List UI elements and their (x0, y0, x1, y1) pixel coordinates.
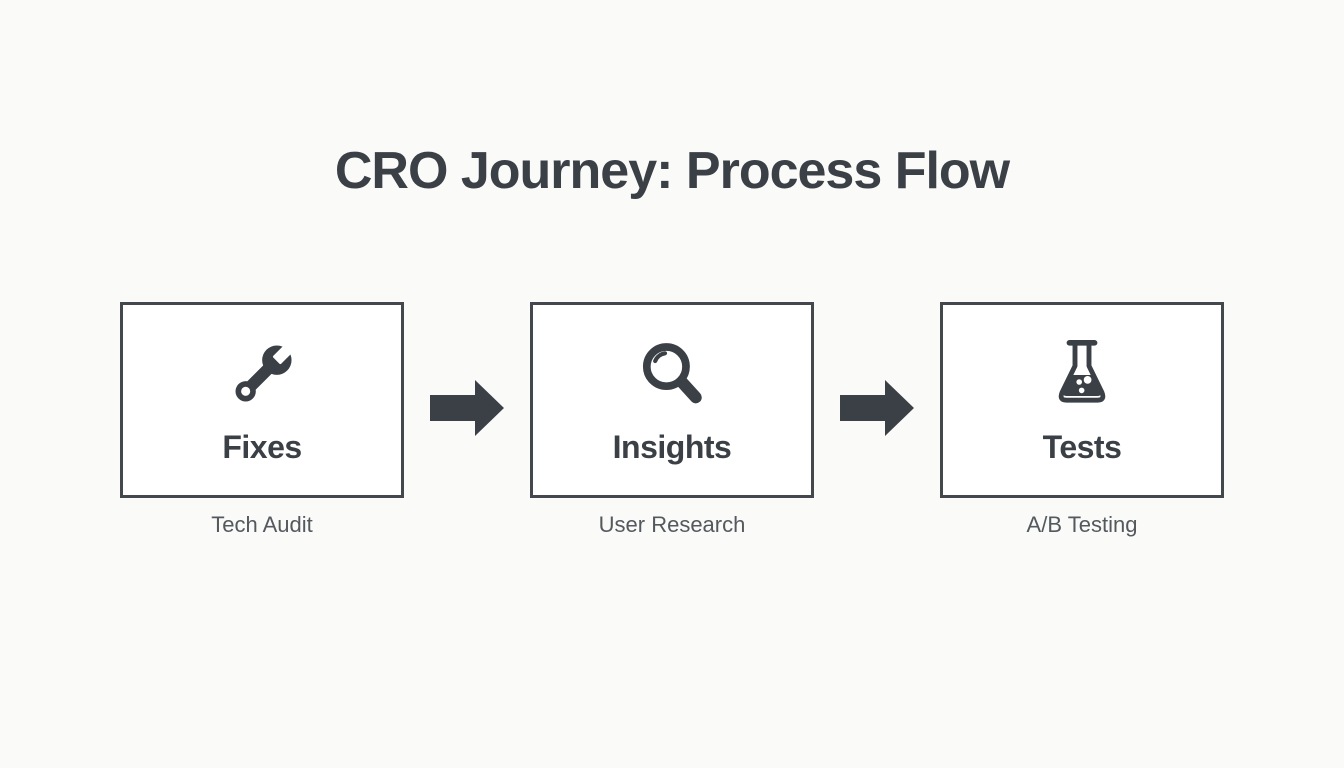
flow-arrow (404, 302, 530, 498)
step-sublabel: User Research (598, 511, 746, 537)
step-tests: Tests A/B Testing (940, 301, 1224, 538)
step-sublabel: Tech Audit (211, 511, 313, 537)
step-label: Tests (1042, 429, 1122, 466)
right-arrow-icon (840, 379, 914, 436)
magnifying-glass-icon (630, 333, 714, 417)
step-insights: Insights User Research (530, 301, 814, 538)
step-box: Insights (530, 301, 814, 498)
flow-arrow (814, 302, 940, 498)
step-label: Fixes (222, 429, 302, 466)
step-fixes: Fixes Tech Audit (120, 301, 404, 538)
wrench-icon (220, 333, 304, 417)
page-title: CRO Journey: Process Flow (334, 142, 1010, 200)
flow-row: Fixes Tech Audit Insights (0, 301, 1344, 538)
step-label: Insights (612, 429, 732, 466)
step-box: Fixes (120, 301, 404, 498)
right-arrow-icon (430, 379, 504, 436)
step-box: Tests (940, 301, 1224, 498)
flask-icon (1040, 333, 1124, 417)
step-sublabel: A/B Testing (1026, 511, 1138, 537)
